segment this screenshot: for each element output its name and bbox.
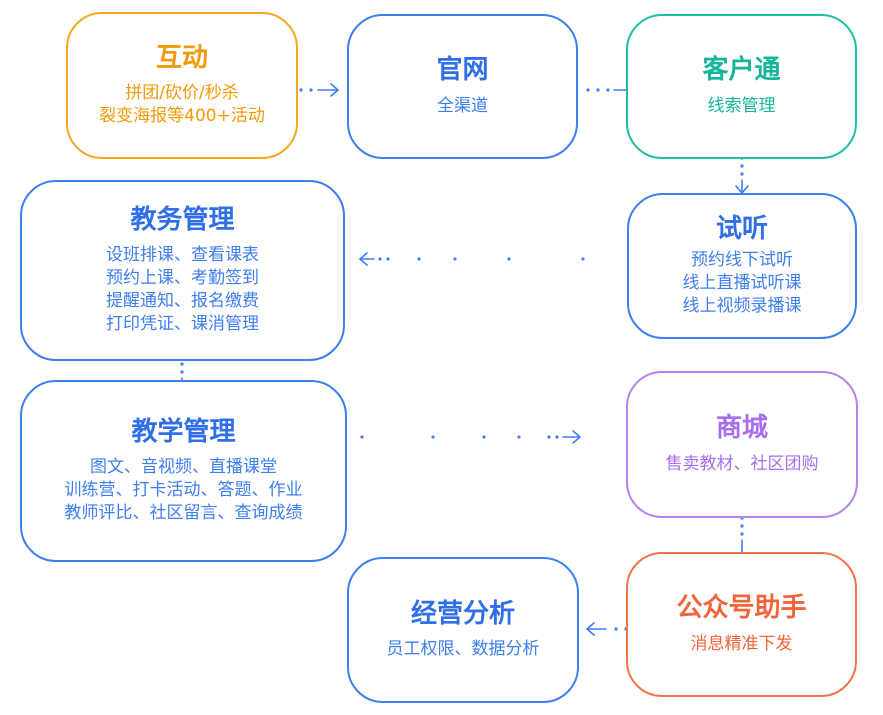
connector-6-dot <box>431 435 435 439</box>
node-line: 图文、音视频、直播课堂 <box>90 457 277 478</box>
connector-4-arrowhead <box>359 252 368 266</box>
node-line: 打印凭证、课消管理 <box>106 314 259 335</box>
node-line: 提醒通知、报名缴费 <box>106 291 259 312</box>
connector-3-dot <box>740 172 744 176</box>
node-line: 线上视频录播课 <box>682 296 802 317</box>
connector-2-dot <box>606 88 610 92</box>
connector-3-dot <box>740 164 744 168</box>
connector-1-arrowhead <box>330 83 339 97</box>
node-hudong: 互动 拼团/砍价/秒杀 裂变海报等400+活动 <box>66 12 298 159</box>
connector-5-dot <box>180 370 184 374</box>
connector-7-dot <box>740 532 744 536</box>
connector-4-dot <box>581 257 585 261</box>
node-line: 全渠道 <box>437 95 488 116</box>
node-guanwang: 官网 全渠道 <box>347 14 578 159</box>
connector-6-arrowhead <box>572 430 581 444</box>
connector-6-dot <box>360 435 364 439</box>
node-title: 公众号助手 <box>676 593 807 624</box>
node-jiaoxue: 教学管理 图文、音视频、直播课堂 训练营、打卡活动、答题、作业 教师评比、社区留… <box>20 380 347 562</box>
node-title: 官网 <box>436 55 489 86</box>
node-title: 客户通 <box>702 55 781 86</box>
node-title: 试听 <box>715 214 768 244</box>
node-jiaowu: 教务管理 设班排课、查看课表 预约上课、考勤签到 提醒通知、报名缴费 打印凭证、… <box>20 180 345 361</box>
node-title: 互动 <box>155 42 208 73</box>
node-shangcheng: 商城 售卖教材、社区团购 <box>626 371 858 518</box>
node-jingying: 经营分析 员工权限、数据分析 <box>347 557 579 703</box>
node-line: 裂变海报等400+活动 <box>99 106 265 127</box>
connector-4-dot <box>386 257 390 261</box>
connector-4-dot <box>378 257 382 261</box>
node-title: 教务管理 <box>130 205 235 236</box>
node-line: 线索管理 <box>707 95 776 116</box>
connector-4-dot <box>507 257 511 261</box>
node-line: 消息精准下发 <box>690 633 793 654</box>
node-line: 售卖教材、社区团购 <box>665 453 819 474</box>
connector-7-dot <box>740 524 744 528</box>
node-line: 员工权限、数据分析 <box>386 639 540 660</box>
connector-2-dot <box>596 88 600 92</box>
node-line: 预约上课、考勤签到 <box>106 268 259 289</box>
connector-6-dot <box>482 435 486 439</box>
node-title: 经营分析 <box>410 598 515 629</box>
connector-6-dot <box>517 435 521 439</box>
node-kehutong: 客户通 线索管理 <box>626 14 857 159</box>
node-title: 教学管理 <box>131 417 236 447</box>
connector-6-dot <box>547 435 551 439</box>
node-line: 拼团/砍价/秒杀 <box>125 83 239 104</box>
connector-5-dot <box>180 362 184 366</box>
connector-4-dot <box>417 257 421 261</box>
node-gongzhonghao: 公众号助手 消息精准下发 <box>626 552 857 697</box>
connector-6-dot <box>555 435 559 439</box>
connector-8-dot <box>614 627 618 631</box>
node-line: 教师评比、社区留言、查询成绩 <box>64 503 303 524</box>
node-shiting: 试听 预约线下试听 线上直播试听课 线上视频录播课 <box>627 193 857 339</box>
connector-8-arrowhead <box>586 622 595 636</box>
connector-2-dot <box>586 88 590 92</box>
connector-1-dot <box>299 88 303 92</box>
connector-4-dot <box>453 257 457 261</box>
connector-1-dot <box>309 88 313 92</box>
node-line: 训练营、打卡活动、答题、作业 <box>64 480 303 501</box>
node-line: 设班排课、查看课表 <box>106 245 259 266</box>
node-line: 预约线下试听 <box>691 250 793 271</box>
node-line: 线上直播试听课 <box>682 273 802 294</box>
node-title: 商城 <box>715 413 768 444</box>
